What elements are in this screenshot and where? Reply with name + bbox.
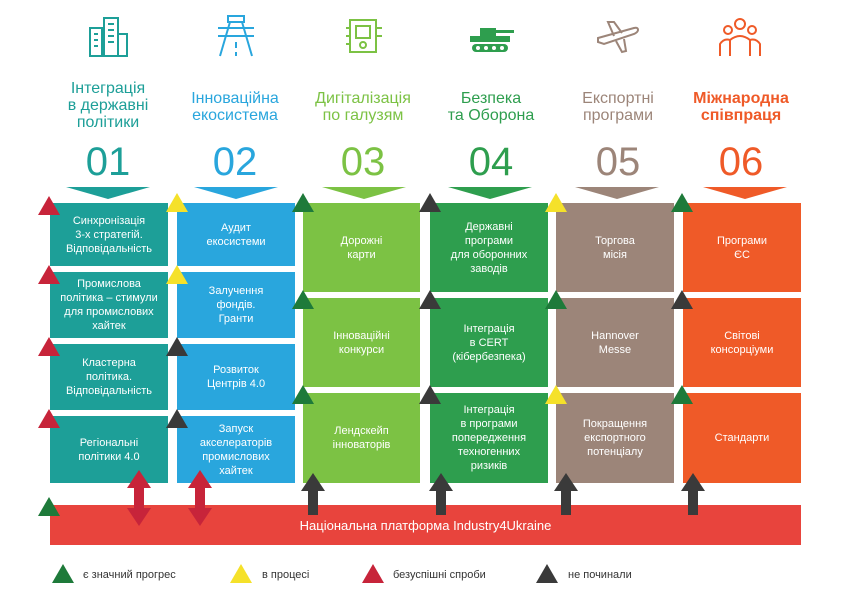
status-failed-icon <box>38 265 60 284</box>
column-number-06: 06 <box>718 140 764 184</box>
status-progress-icon <box>292 290 314 309</box>
status-notstarted-icon <box>419 385 441 404</box>
chevron-06 <box>703 187 787 199</box>
cell-05-1: Торгова місія <box>556 203 674 292</box>
cell-06-1: Програми ЄС <box>683 203 801 292</box>
status-failed-icon <box>38 409 60 428</box>
column-number-03: 03 <box>340 140 386 184</box>
column-title-02: Інноваційна екосистема <box>191 90 279 124</box>
status-notstarted-icon <box>419 193 441 212</box>
status-inprocess-icon <box>545 193 567 212</box>
status-progress-icon <box>292 193 314 212</box>
cell-01-2: Промислова політика – стимули для промис… <box>50 272 168 338</box>
status-progress-icon <box>545 290 567 309</box>
legend-inprocess-icon <box>230 564 252 583</box>
column-title-01: Інтеграція в державні політики <box>67 80 149 131</box>
cell-04-1: Державні програми для оборонних заводів <box>430 203 548 292</box>
status-inprocess-icon <box>166 193 188 212</box>
airplane-icon <box>597 21 640 54</box>
national-platform-bar: Національна платформа Industry4Ukraine <box>50 505 801 545</box>
cell-06-3: Стандарти <box>683 393 801 483</box>
chevron-04 <box>448 187 532 199</box>
cell-04-2: Інтеграція в CERT (кібербезпека) <box>430 298 548 387</box>
status-inprocess-icon <box>166 265 188 284</box>
chip-icon <box>346 19 382 53</box>
cell-02-4: Запуск акселераторів промислових хайтек <box>177 416 295 483</box>
buildings-icon <box>89 17 128 57</box>
status-notstarted-icon <box>671 290 693 309</box>
people-icon <box>719 18 761 56</box>
cell-06-2: Світові консорціуми <box>683 298 801 387</box>
column-title-04: Безпека та Оборона <box>447 90 535 124</box>
cell-02-1: Аудит екосистеми <box>177 203 295 266</box>
chevron-03 <box>322 187 406 199</box>
road-icon <box>218 15 254 57</box>
cell-05-3: Покращення експортного потенціалу <box>556 393 674 483</box>
legend-failed-label: безуспішні спроби <box>393 569 486 581</box>
up-arrow-06 <box>681 473 705 515</box>
cell-04-3: Інтеграція в програми попередження техно… <box>430 393 548 483</box>
chevron-02 <box>194 187 278 199</box>
status-notstarted-icon <box>419 290 441 309</box>
bidirectional-arrow-02 <box>188 470 212 526</box>
legend-progress-icon <box>52 564 74 583</box>
up-arrow-05 <box>554 473 578 515</box>
tank-icon <box>470 28 514 52</box>
cell-01-1: Синхронізація 3-х стратегій. Відповідаль… <box>50 203 168 266</box>
status-progress-icon <box>38 497 60 516</box>
column-number-04: 04 <box>468 140 514 184</box>
bidirectional-arrow-01 <box>127 470 151 526</box>
cell-03-1: Дорожні карти <box>303 203 420 292</box>
legend-notstarted-icon <box>536 564 558 583</box>
cell-05-2: Hannover Messe <box>556 298 674 387</box>
status-inprocess-icon <box>545 385 567 404</box>
column-number-01: 01 <box>85 140 131 184</box>
column-title-03: Дигіталізація по галузям <box>315 90 411 124</box>
legend-inprocess-label: в процесі <box>262 569 310 581</box>
status-notstarted-icon <box>166 337 188 356</box>
cell-01-4: Регіональні політики 4.0 <box>50 416 168 483</box>
cell-03-2: Інноваційні конкурси <box>303 298 420 387</box>
status-progress-icon <box>671 385 693 404</box>
cell-02-2: Залучення фондів. Гранти <box>177 272 295 338</box>
cell-01-3: Кластерна політика. Відповідальність <box>50 344 168 410</box>
legend-progress-label: є значний прогрес <box>83 569 176 581</box>
up-arrow-03 <box>301 473 325 515</box>
chevron-01 <box>66 187 150 199</box>
status-progress-icon <box>671 193 693 212</box>
up-arrow-04 <box>429 473 453 515</box>
platform-label: Національна платформа Industry4Ukraine <box>299 517 552 533</box>
column-title-05: Експортні програми <box>582 90 654 124</box>
column-title-06: Міжнародна співпраця <box>693 90 789 124</box>
status-failed-icon <box>38 196 60 215</box>
status-failed-icon <box>38 337 60 356</box>
legend-notstarted-label: не починали <box>568 569 632 581</box>
column-number-05: 05 <box>595 140 641 184</box>
status-notstarted-icon <box>166 409 188 428</box>
status-progress-icon <box>292 385 314 404</box>
legend-failed-icon <box>362 564 384 583</box>
chevron-05 <box>575 187 659 199</box>
column-number-02: 02 <box>212 140 258 184</box>
cell-02-3: Розвиток Центрів 4.0 <box>177 344 295 410</box>
cell-03-3: Лендскейп інноваторів <box>303 393 420 483</box>
